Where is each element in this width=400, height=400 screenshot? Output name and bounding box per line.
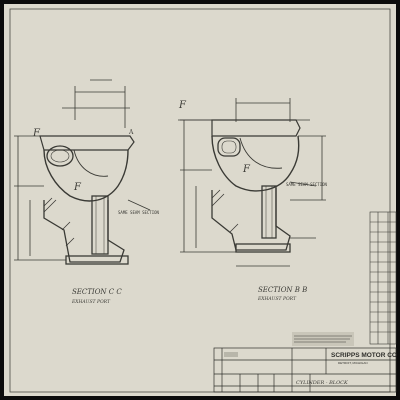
- section-b-b-label-f-top: F: [178, 100, 187, 111]
- company-location: DETROIT, MICHIGAN: [338, 361, 368, 365]
- part-name: CYLINDER - BLOCK: [296, 380, 348, 386]
- company-name: SCRIPPS MOTOR CO: [331, 352, 397, 359]
- section-c-c-label-f-top: F: [32, 128, 41, 139]
- section-b-b-note: SAME SEAM SECTION: [286, 182, 328, 187]
- section-c-c-subtitle: EXHAUST PORT: [71, 299, 111, 305]
- section-c-c-letter-a: A: [128, 129, 134, 136]
- paper: [4, 4, 396, 396]
- approval-stamp: [292, 332, 354, 346]
- drawing-border: [9, 8, 391, 393]
- section-c-c-note: SAME SEAM SECTION: [118, 210, 160, 215]
- section-c-c-label-f-mid: F: [73, 182, 82, 193]
- section-b-b-title: SECTION B B: [258, 286, 307, 294]
- section-b-b-drawing: [178, 98, 326, 267]
- section-b-b-label-f-mid: F: [242, 164, 251, 175]
- title-block: [213, 347, 397, 393]
- section-c-c-drawing: [14, 79, 151, 265]
- section-b-b-subtitle: EXHAUST PORT: [257, 296, 297, 302]
- section-c-c-title: SECTION C C: [72, 288, 122, 296]
- revision-table: [369, 211, 397, 345]
